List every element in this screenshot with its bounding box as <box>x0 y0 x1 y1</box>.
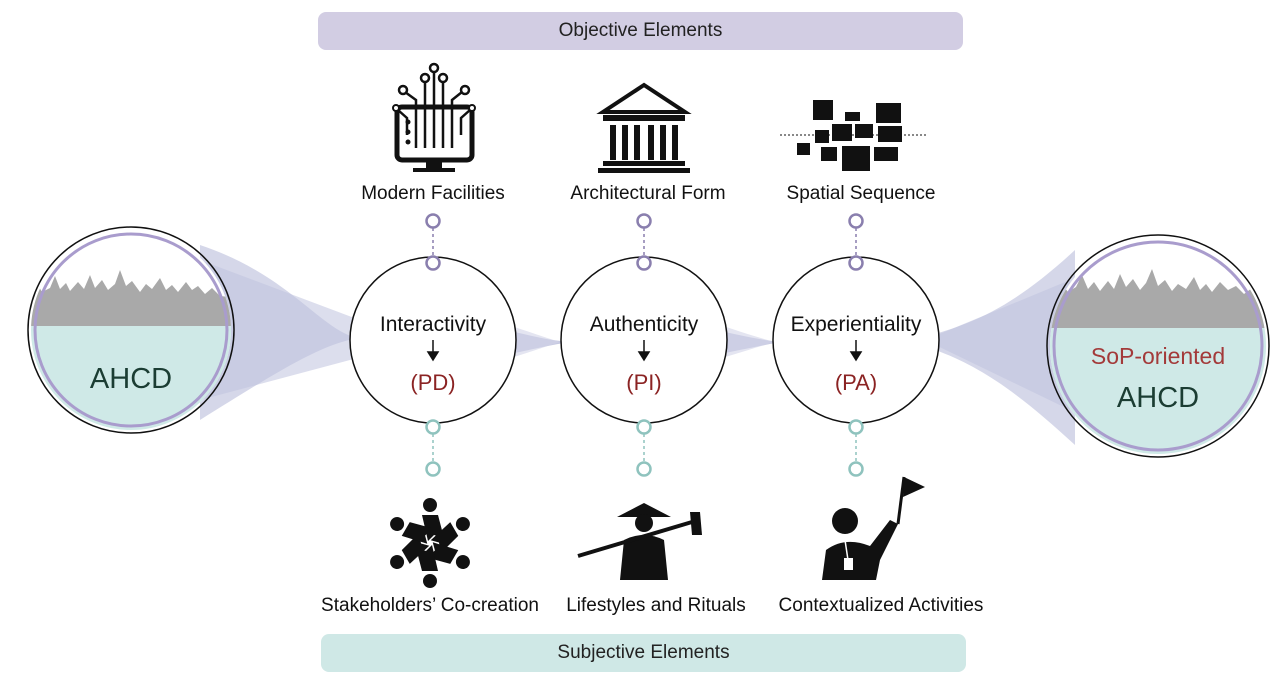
end-ahcd-label: AHCD <box>1116 382 1200 414</box>
start-circle <box>27 226 235 434</box>
label-contextualized-activities: Contextualized Activities <box>778 595 984 616</box>
start-ahcd-label: AHCD <box>89 363 173 395</box>
classical-building-icon <box>596 82 692 173</box>
stage-code-pd: (PD) <box>410 370 456 395</box>
stage-arrows <box>426 340 863 362</box>
subjective-nodes <box>425 419 864 477</box>
end-sop-oriented-label: SoP-oriented <box>1090 343 1226 369</box>
label-modern-facilities: Modern Facilities <box>361 183 505 204</box>
guide-with-flag-icon <box>822 476 925 580</box>
farmer-with-hoe-icon <box>577 503 702 580</box>
subjective-elements-banner: Subjective Elements <box>321 634 966 672</box>
label-stakeholders-co-creation: Stakeholders’ Co-creation <box>321 595 539 616</box>
objective-connectors <box>432 228 857 257</box>
stage-quality-experientiality: Experientiality <box>790 313 922 336</box>
computer-circuit-icon <box>392 62 476 172</box>
label-architectural-form: Architectural Form <box>570 183 726 204</box>
stage-code-pa: (PA) <box>834 370 878 395</box>
stage-quality-authenticity: Authenticity <box>589 313 699 336</box>
objective-elements-banner: Objective Elements <box>318 12 963 50</box>
stage-quality-interactivity: Interactivity <box>379 313 487 336</box>
skyline-right <box>1050 269 1266 328</box>
stage-code-pi: (PI) <box>626 370 662 395</box>
subjective-connectors <box>432 434 857 463</box>
label-spatial-sequence: Spatial Sequence <box>786 183 936 204</box>
people-circle-icon <box>390 498 470 588</box>
spatial-blocks-icon <box>780 100 926 171</box>
label-lifestyles-and-rituals: Lifestyles and Rituals <box>566 595 746 616</box>
skyline-left <box>31 270 231 326</box>
objective-nodes <box>425 213 864 271</box>
